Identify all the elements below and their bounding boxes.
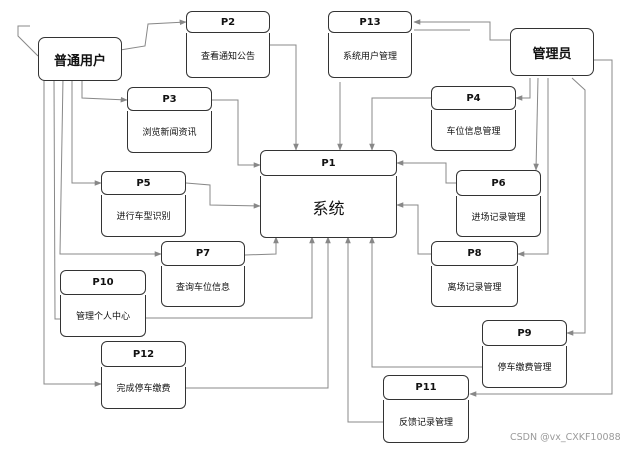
flow-admin-p13 <box>413 19 510 41</box>
actor-admin: 管理员 <box>510 28 594 76</box>
flow-p8-p1 <box>396 202 431 255</box>
process-p13-id: P13 <box>328 11 412 33</box>
process-p1-id: P1 <box>260 150 397 176</box>
flow-user-p7 <box>59 77 162 257</box>
actor-user: 普通用户 <box>38 37 122 81</box>
process-p12: P12 完成停车缴费 <box>101 341 186 409</box>
process-p13: P13 系统用户管理 <box>328 11 412 78</box>
flow-user-p12 <box>43 78 102 387</box>
process-p5-id: P5 <box>101 171 186 195</box>
process-p10: P10 管理个人中心 <box>60 270 146 337</box>
process-p7-id: P7 <box>161 241 245 266</box>
process-p4-label: 车位信息管理 <box>431 110 516 151</box>
process-p9: P9 停车缴费管理 <box>482 320 567 388</box>
process-p6: P6 进场记录管理 <box>456 170 541 237</box>
process-p4-id: P4 <box>431 86 516 110</box>
flow-user-p3 <box>81 78 128 103</box>
process-p12-id: P12 <box>101 341 186 367</box>
process-p13-label: 系统用户管理 <box>328 33 412 78</box>
process-p12-label: 完成停车缴费 <box>101 367 186 409</box>
process-p4: P4 车位信息管理 <box>431 86 516 151</box>
process-p8-id: P8 <box>431 241 518 266</box>
process-p2-id: P2 <box>186 11 270 33</box>
process-p1: P1 系统 <box>260 150 397 238</box>
flow-p9-p1 <box>369 236 482 368</box>
flow-admin-p9 <box>566 77 586 336</box>
flow-p5-p1 <box>185 182 261 209</box>
process-p5: P5 进行车型识别 <box>101 171 186 237</box>
process-p6-id: P6 <box>456 170 541 196</box>
process-p1-label: 系统 <box>260 176 397 238</box>
flow-user-loop <box>17 25 39 57</box>
process-p3: P3 浏览新闻资讯 <box>127 87 212 153</box>
flow-admin-p11 <box>469 59 613 397</box>
process-p11: P11 反馈记录管理 <box>383 375 469 443</box>
flow-p2-p1 <box>268 44 299 151</box>
flow-admin-p4 <box>515 78 531 101</box>
flow-admin-p6 <box>533 77 539 171</box>
process-p3-id: P3 <box>127 87 212 111</box>
flow-p11-p1 <box>345 236 383 423</box>
process-p5-label: 进行车型识别 <box>101 195 186 237</box>
flow-p3-p1 <box>212 99 261 168</box>
flow-user-p5 <box>71 78 102 186</box>
flow-user-p2 <box>119 19 187 51</box>
process-p11-label: 反馈记录管理 <box>383 400 469 443</box>
process-p9-id: P9 <box>482 320 567 346</box>
process-p11-id: P11 <box>383 375 469 400</box>
flow-p7-p1 <box>244 236 279 256</box>
process-p10-label: 管理个人中心 <box>60 295 146 337</box>
process-p2-label: 查看通知公告 <box>186 33 270 78</box>
actor-user-label: 普通用户 <box>53 53 106 69</box>
flow-admin-p8 <box>517 78 549 257</box>
process-p7-label: 查询车位信息 <box>161 266 245 307</box>
flow-user-p10 <box>53 77 60 320</box>
flow-p4-p1 <box>369 97 431 151</box>
flow-p12-p1 <box>186 236 331 389</box>
process-p8-label: 离场记录管理 <box>431 266 518 307</box>
process-p8: P8 离场记录管理 <box>431 241 518 307</box>
process-p7: P7 查询车位信息 <box>161 241 245 307</box>
process-p2: P2 查看通知公告 <box>186 11 270 78</box>
watermark: CSDN @vx_CXKF10088 <box>510 432 621 443</box>
flow-p6-p1 <box>396 160 456 184</box>
flow-p10-p1 <box>145 236 315 319</box>
process-p3-label: 浏览新闻资讯 <box>127 111 212 153</box>
actor-admin-label: 管理员 <box>532 46 572 62</box>
process-p9-label: 停车缴费管理 <box>482 346 567 388</box>
process-p6-label: 进场记录管理 <box>456 196 541 237</box>
process-p10-id: P10 <box>60 270 146 295</box>
